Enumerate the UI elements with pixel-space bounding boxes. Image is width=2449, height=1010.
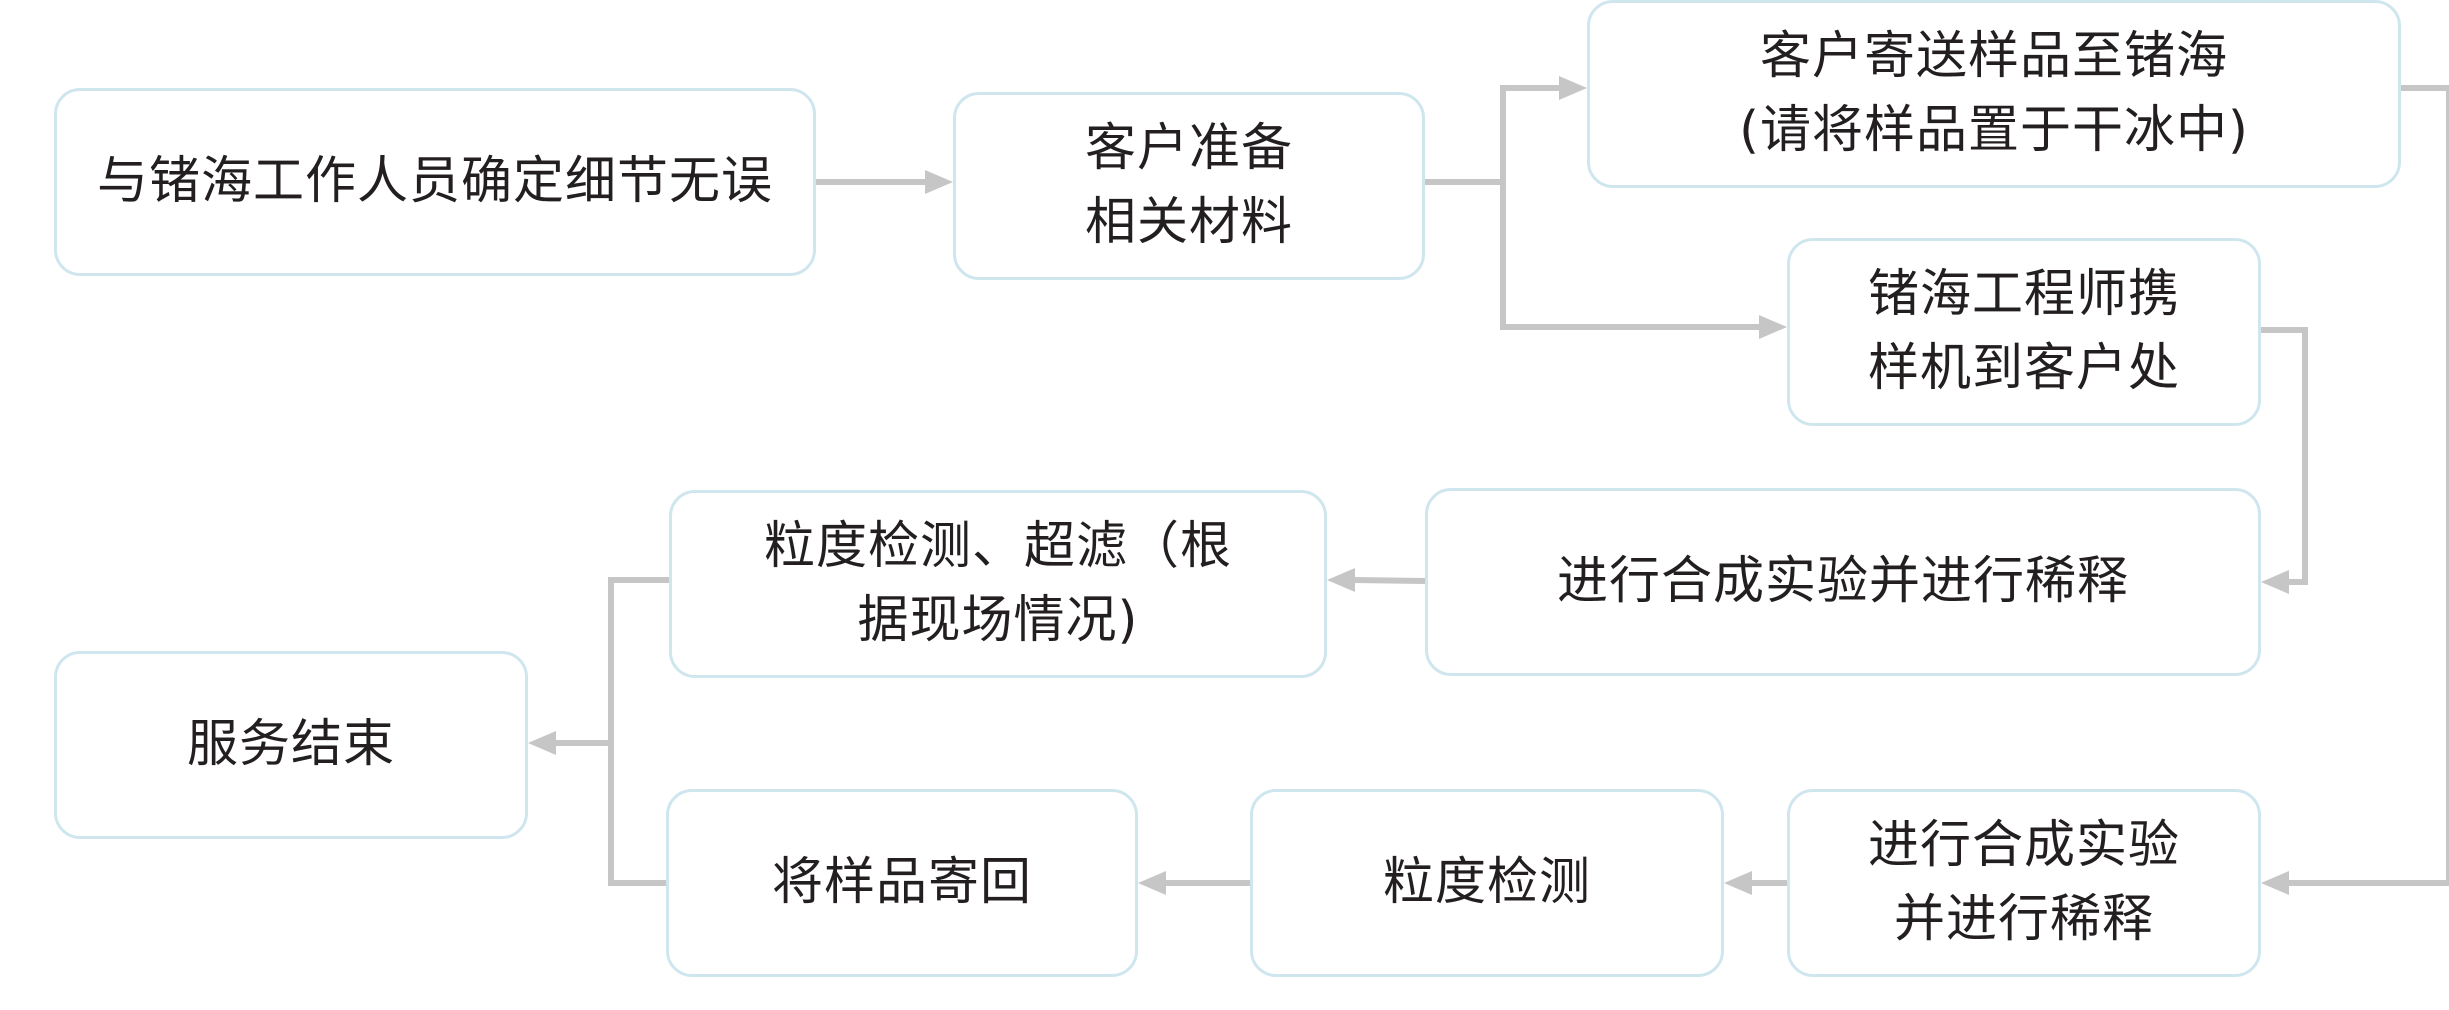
step-size-and-ultrafiltration: 粒度检测、超滤（根 据现场情况) [669,490,1327,678]
step-customer-prepare-label: 客户准备 相关材料 [1084,119,1293,252]
step-synthesis-lab-label: 进行合成实验 并进行稀释 [1867,816,2180,949]
step-service-end-label: 服务结束 [186,715,395,774]
arrowhead-to-prepare [925,170,953,194]
connector-split-to-engineer [1500,182,1762,330]
step-customer-prepare: 客户准备 相关材料 [953,92,1425,280]
arrowhead-to-end [528,731,556,755]
connector-send-to-synth2 [2287,85,2449,886]
arrowhead-to-engineer [1759,315,1787,339]
step-synthesis-onsite-label: 进行合成实验并进行稀释 [1556,552,2129,611]
arrowhead-to-send [1559,76,1587,100]
step-engineer-onsite: 锗海工程师携 样机到客户处 [1787,238,2261,426]
step-confirm-details-label: 与锗海工作人员确定细节无误 [96,152,773,211]
step-size-detection: 粒度检测 [1250,789,1724,977]
arrowhead-to-synth2 [2261,871,2289,895]
connector-split-to-send [1500,85,1562,182]
arrowhead-to-size [1724,871,1752,895]
arrowhead-to-sizefilt [1327,568,1355,592]
step-size-and-ultrafiltration-label: 粒度检测、超滤（根 据现场情况) [763,517,1232,650]
arrowhead-to-return [1138,871,1166,895]
step-engineer-onsite-label: 锗海工程师携 样机到客户处 [1867,265,2180,398]
step-customer-send-samples-label: 客户寄送样品至锗海 (请将样品置于干冰中) [1739,27,2249,160]
step-customer-send-samples: 客户寄送样品至锗海 (请将样品置于干冰中) [1587,0,2401,188]
step-size-detection-label: 粒度检测 [1382,853,1591,912]
step-service-end: 服务结束 [54,651,528,839]
step-return-samples-label: 将样品寄回 [771,853,1032,912]
step-return-samples: 将样品寄回 [666,789,1138,977]
step-synthesis-lab: 进行合成实验 并进行稀释 [1787,789,2261,977]
arrowhead-to-synth1 [2261,570,2289,594]
step-synthesis-onsite: 进行合成实验并进行稀释 [1425,488,2261,676]
connector-engineer-to-synth1 [2261,327,2308,585]
connector-merge-to-end [608,577,669,886]
step-confirm-details: 与锗海工作人员确定细节无误 [54,88,816,276]
connector-synth1-to-sizefilt [1352,577,1426,584]
